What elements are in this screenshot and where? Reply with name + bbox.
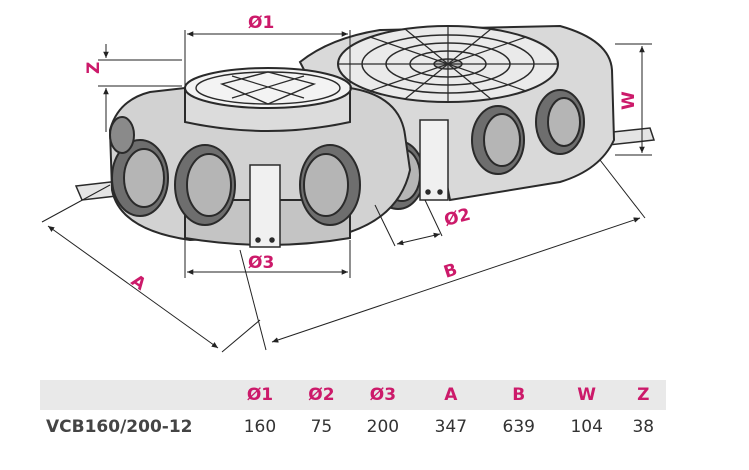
header-cell-z: Z (620, 380, 666, 410)
product-technical-drawing: Ø1 Z W Ø3 Ø2 A B (41, 13, 656, 353)
top-collar (184, 67, 352, 132)
header-cell-d2: Ø2 (293, 380, 349, 410)
value-cell-b: 639 (502, 417, 535, 437)
dimension-lines (41, 30, 652, 353)
header-cell-model (40, 380, 226, 410)
value-cell-d2: 75 (310, 417, 333, 437)
dim-label-a: A (127, 271, 150, 295)
table-header-row: Ø1 Ø2 Ø3 A B W Z (40, 380, 666, 410)
dim-label-b: B (441, 260, 460, 283)
table-row: VCB160/200-12 160 75 200 347 639 104 38 (40, 410, 666, 444)
dim-label-d2: Ø2 (442, 205, 473, 231)
header-cell-d1: Ø1 (226, 380, 294, 410)
value-cell-d3: 200 (366, 417, 400, 437)
brackets (249, 119, 449, 248)
outlet-spigots-left (109, 116, 361, 226)
value-cell-z: 38 (632, 417, 655, 437)
header-cell-b: B (484, 380, 553, 410)
dim-label-d1: Ø1 (248, 13, 274, 33)
value-cell-a: 347 (434, 417, 468, 437)
dim-label-d3: Ø3 (248, 253, 274, 273)
specification-table: Ø1 Ø2 Ø3 A B W Z VCB160/200-12 160 75 20… (40, 380, 666, 444)
plenum-lid (337, 25, 559, 103)
header-cell-w: W (552, 380, 621, 410)
value-cell-w: 104 (570, 417, 603, 437)
dim-label-z: Z (84, 62, 104, 74)
dim-label-w: W (619, 91, 639, 110)
model-cell: VCB160/200-12 (46, 417, 193, 437)
header-cell-d3: Ø3 (348, 380, 417, 410)
value-cell-d1: 160 (243, 417, 277, 437)
header-cell-a: A (416, 380, 485, 410)
